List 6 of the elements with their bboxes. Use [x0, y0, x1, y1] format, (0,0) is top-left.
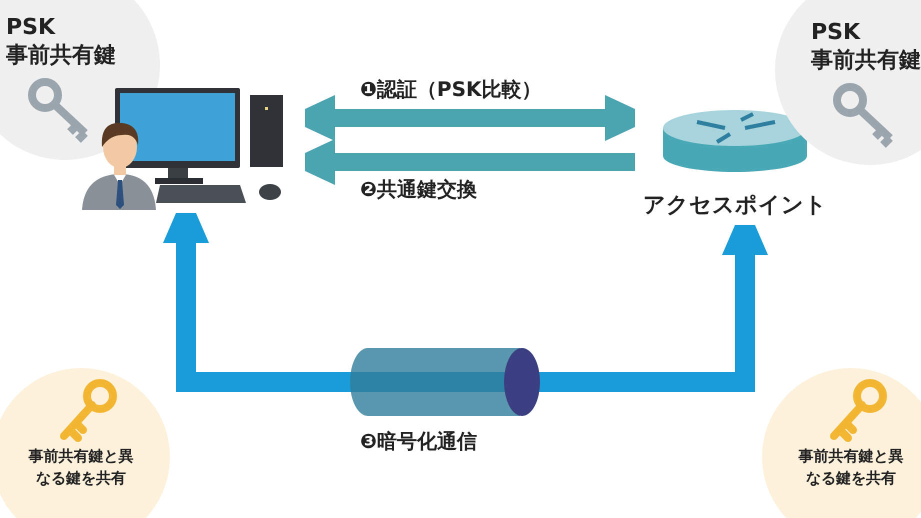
node-label: アクセスポイント [642, 192, 828, 220]
key-caption: PSK 事前共有鍵 [6, 14, 117, 69]
key-caption: PSK 事前共有鍵 [811, 19, 921, 74]
edge-label: ❷共通鍵交換 [358, 176, 479, 203]
key-caption: 事前共有鍵と異なる鍵を共有 [28, 446, 134, 489]
key-caption: 事前共有鍵と異なる鍵を共有 [798, 446, 904, 489]
